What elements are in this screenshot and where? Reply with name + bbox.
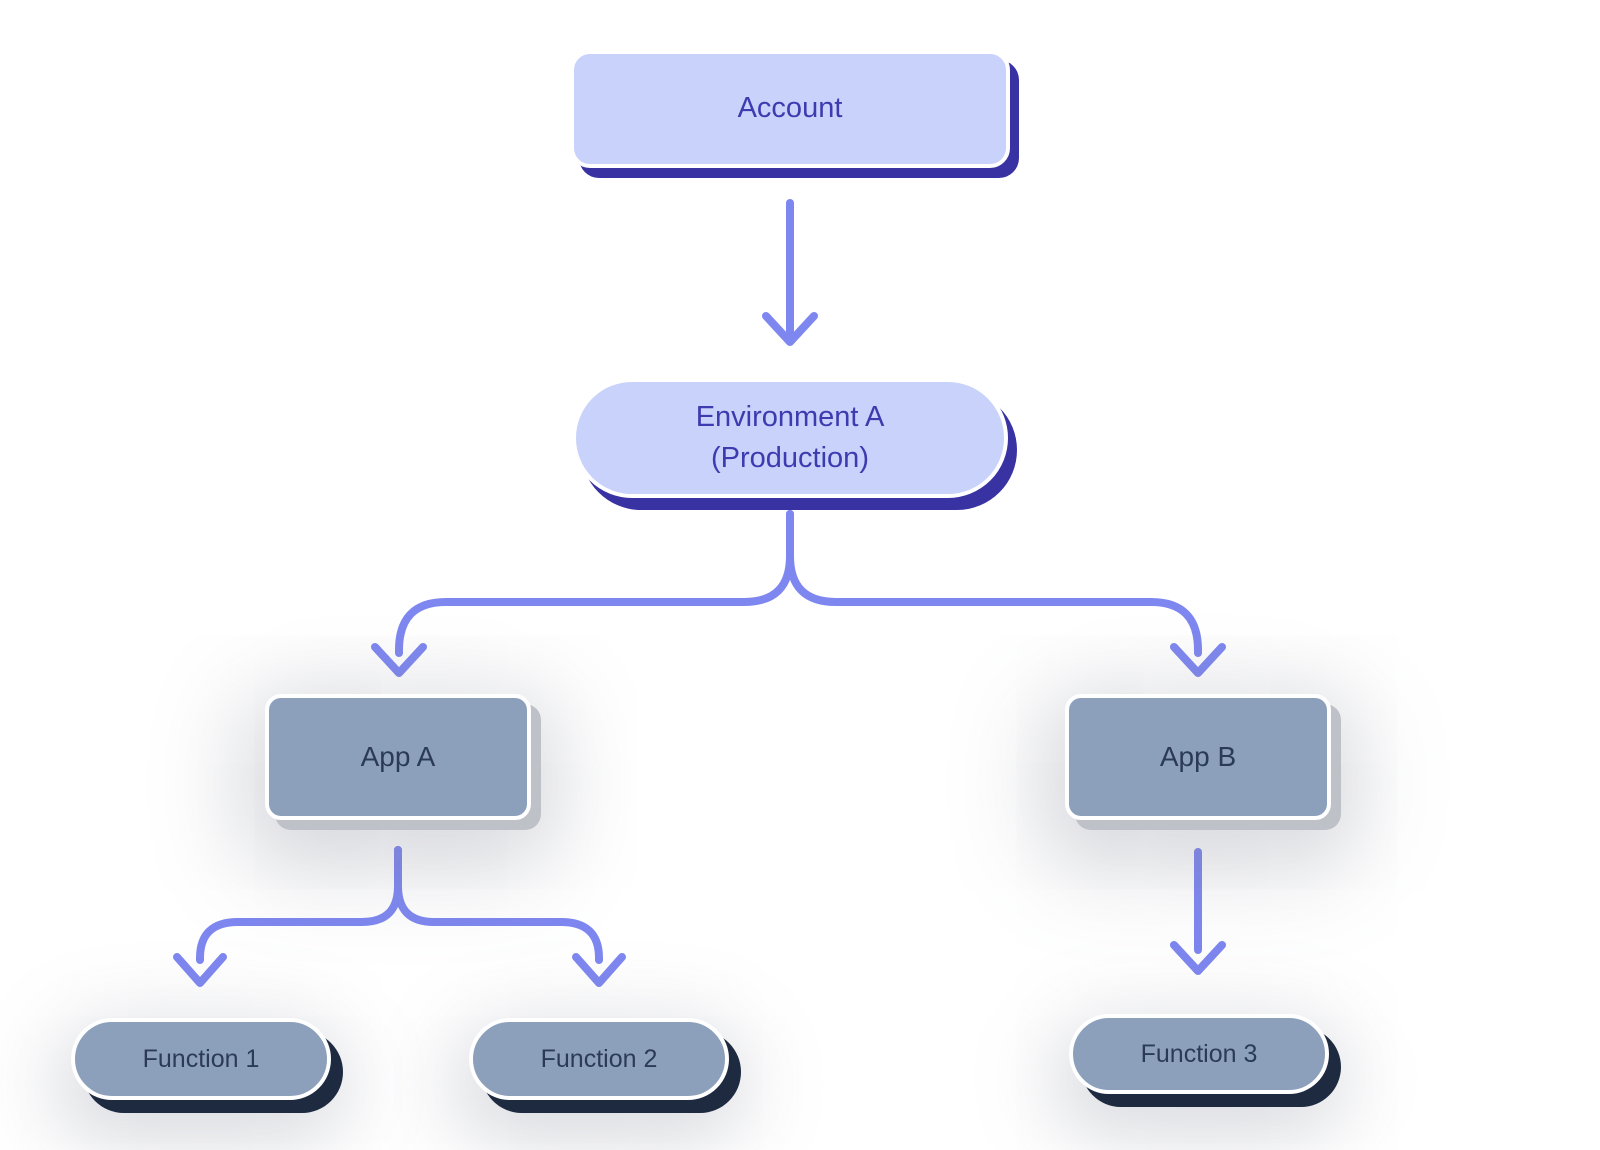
node-function-2: Function 2 [469, 1018, 729, 1100]
edge-account-to-environment [762, 199, 818, 346]
arrowhead-icon [1170, 941, 1226, 975]
arrowhead-icon [371, 643, 427, 677]
arrowhead-icon [173, 953, 227, 987]
edge-line [786, 510, 1202, 657]
arrowhead-icon [1170, 643, 1226, 677]
edge-line [395, 510, 794, 657]
node-environment-a: Environment A (Production) [572, 378, 1008, 498]
edge-app-a-to-function-2 [394, 846, 626, 987]
node-function-3: Function 3 [1069, 1014, 1329, 1094]
arrowhead-icon [572, 953, 626, 987]
edge-line [394, 846, 603, 964]
node-account-label: Account [737, 92, 843, 125]
node-function-1: Function 1 [71, 1018, 331, 1100]
node-app-a-label: App A [360, 740, 436, 772]
node-function-2-label: Function 2 [540, 1044, 658, 1073]
node-environment-label-line2: (Production) [711, 441, 869, 474]
arrowhead-icon [762, 312, 818, 346]
edge-environment-to-app-b [786, 510, 1226, 677]
node-account: Account [570, 50, 1010, 168]
edge-line [196, 846, 402, 964]
node-app-a: App A [265, 694, 531, 820]
edge-app-a-to-function-1 [173, 846, 402, 987]
node-function-1-label: Function 1 [142, 1044, 260, 1073]
node-function-3-label: Function 3 [1140, 1039, 1258, 1068]
node-environment-label-line1: Environment A [695, 401, 885, 434]
edge-environment-to-app-a [371, 510, 794, 677]
node-app-b: App B [1065, 694, 1331, 820]
edge-app-b-to-function-3 [1170, 848, 1226, 975]
node-app-b-label: App B [1159, 740, 1237, 772]
